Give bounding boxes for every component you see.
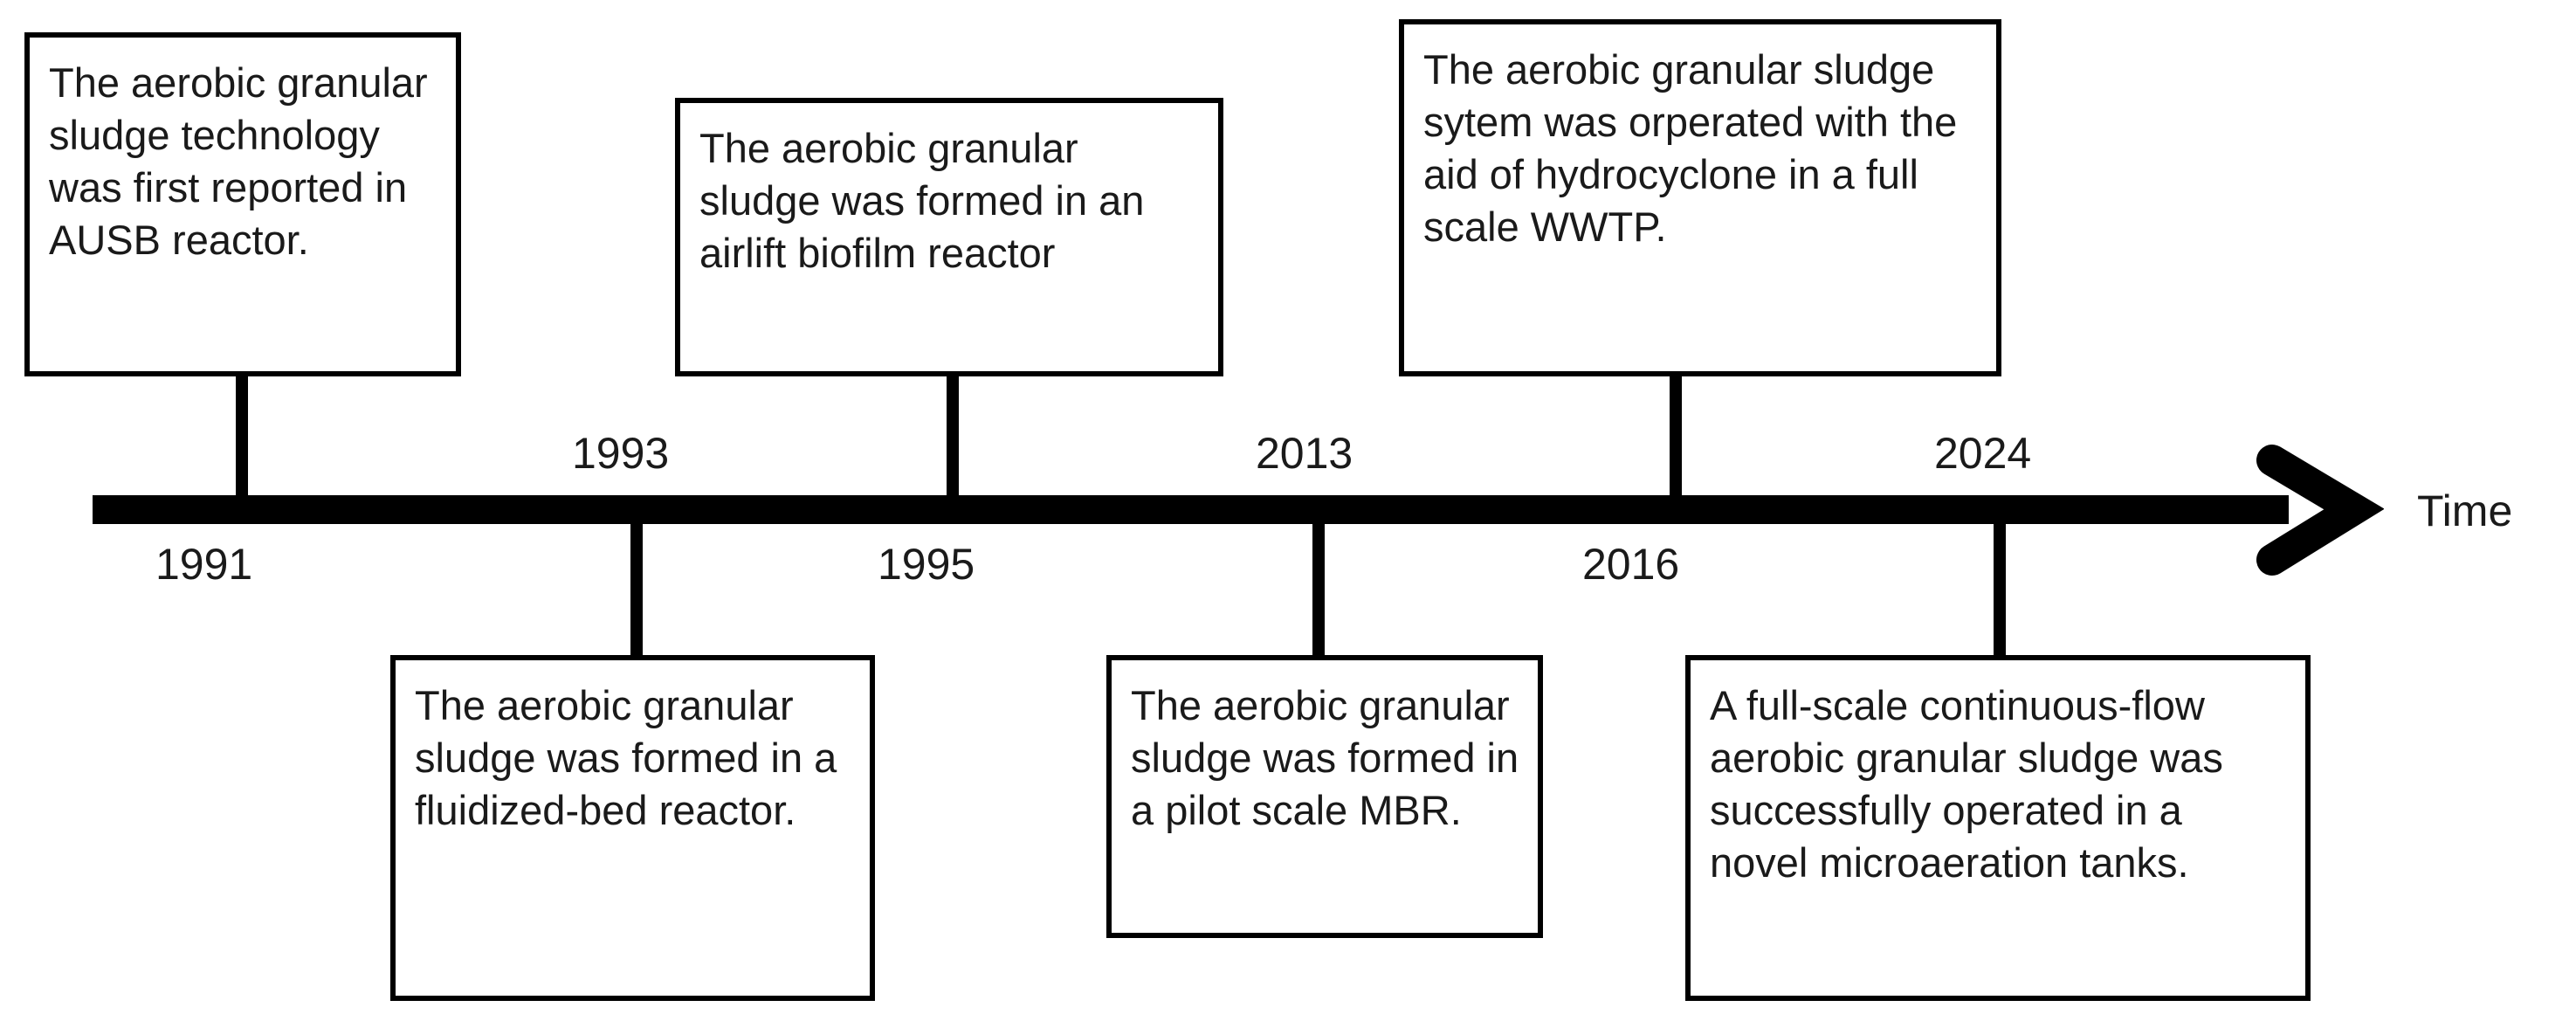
event-box-1993[interactable]: The aerobic granular sludge was formed i… — [390, 655, 875, 1001]
tick-connector-2016 — [1312, 523, 1325, 656]
tick-connector-1995 — [947, 376, 959, 499]
event-box-2024[interactable]: A full-scale continuous-flow aerobic gra… — [1685, 655, 2311, 1001]
year-label-2013: 2013 — [1256, 429, 1353, 478]
event-box-1995-above[interactable]: The aerobic granular sludge was formed i… — [675, 98, 1223, 376]
timeline-axis-bar — [93, 495, 2289, 524]
year-label-1991: 1991 — [155, 540, 253, 589]
event-box-2013[interactable]: The aerobic granular sludge sytem was or… — [1399, 19, 2001, 376]
tick-connector-1993 — [630, 523, 643, 656]
event-text-1993: The aerobic granular sludge was formed i… — [415, 682, 837, 834]
event-text-2024: A full-scale continuous-flow aerobic gra… — [1710, 682, 2223, 886]
tick-connector-1991 — [236, 376, 248, 499]
tick-connector-2013 — [1670, 376, 1682, 499]
year-label-1993: 1993 — [572, 429, 670, 478]
year-label-2016: 2016 — [1582, 540, 1680, 589]
tick-connector-2024 — [1994, 523, 2006, 656]
event-text-1991: The aerobic granular sludge technology w… — [49, 59, 428, 264]
event-box-2016[interactable]: The aerobic granular sludge was formed i… — [1106, 655, 1543, 938]
event-box-1991[interactable]: The aerobic granular sludge technology w… — [24, 32, 461, 376]
event-text-1995: The aerobic granular sludge was formed i… — [699, 125, 1145, 277]
year-label-2024: 2024 — [1934, 429, 2032, 478]
event-text-2013: The aerobic granular sludge sytem was or… — [1423, 46, 1958, 251]
event-text-2016: The aerobic granular sludge was formed i… — [1131, 682, 1519, 834]
axis-time-label: Time — [2417, 486, 2513, 535]
year-label-1995: 1995 — [878, 540, 975, 589]
